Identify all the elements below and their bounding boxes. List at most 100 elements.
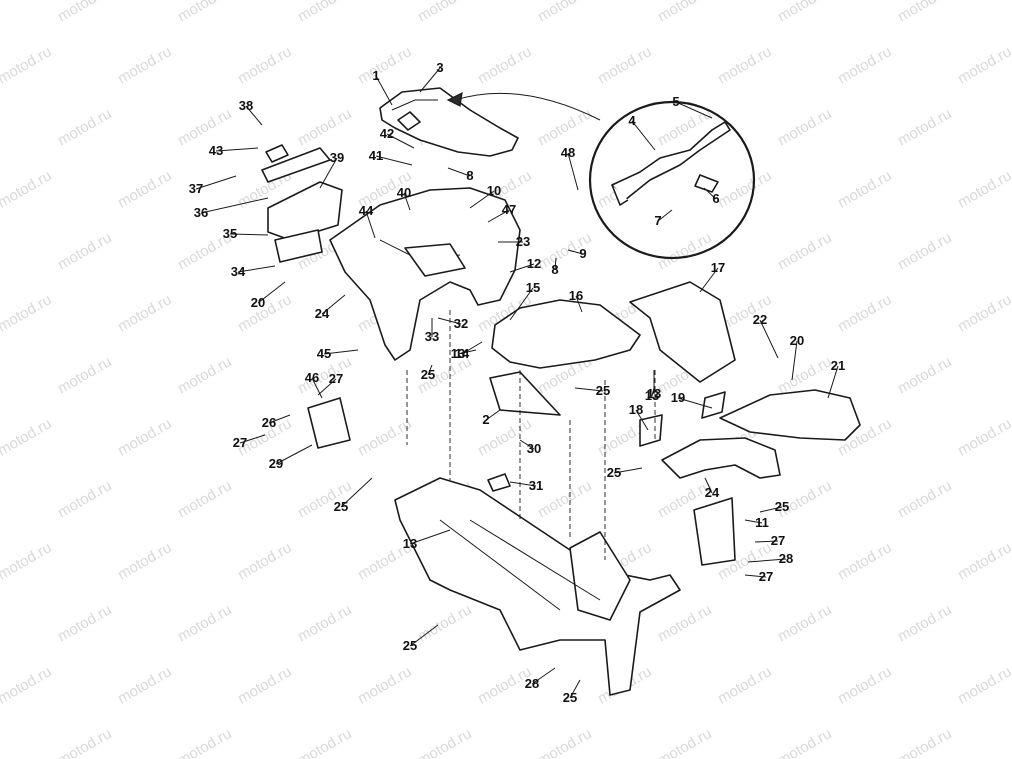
callout-number: 22 bbox=[753, 312, 767, 327]
alignment-lines bbox=[406, 310, 656, 560]
callout-leader bbox=[744, 574, 767, 578]
callout-number: 25 bbox=[403, 638, 417, 653]
callout-number: 25 bbox=[775, 499, 789, 514]
callout-number: 2 bbox=[482, 412, 489, 427]
rear-fender bbox=[329, 187, 521, 361]
small-parts bbox=[307, 371, 736, 566]
callout-leader bbox=[827, 365, 839, 399]
callout-leader bbox=[569, 679, 581, 699]
callout-number: 9 bbox=[579, 246, 586, 261]
inset-detail bbox=[588, 100, 756, 260]
callout-leader bbox=[531, 667, 556, 685]
callout-number: 47 bbox=[502, 202, 516, 217]
callout-number: 44 bbox=[359, 203, 374, 218]
callout-number: 3 bbox=[436, 60, 443, 75]
callout-leader bbox=[567, 152, 579, 191]
callout-number: 12 bbox=[527, 256, 541, 271]
callout-number: 6 bbox=[712, 191, 719, 206]
callout-labels: 1234567889101112131313131415161718192020… bbox=[189, 60, 845, 705]
callout-number: 1 bbox=[372, 68, 379, 83]
right-fenders bbox=[661, 389, 861, 479]
callout-number: 41 bbox=[369, 148, 383, 163]
callout-leader bbox=[245, 105, 263, 126]
callout-leader bbox=[675, 101, 713, 119]
callout-leader bbox=[754, 540, 779, 543]
callout-leader bbox=[703, 187, 717, 200]
callout-leader bbox=[419, 67, 441, 93]
callout-number: 36 bbox=[194, 205, 208, 220]
callout-leader bbox=[403, 192, 411, 211]
callout-number: 25 bbox=[334, 499, 348, 514]
callout-leader bbox=[704, 477, 713, 494]
callout-leader bbox=[461, 341, 483, 355]
callout-number: 42 bbox=[380, 126, 394, 141]
callout-leader bbox=[657, 209, 673, 222]
callout-leader bbox=[747, 558, 787, 563]
callout-leader bbox=[759, 319, 779, 359]
callout-number: 28 bbox=[525, 676, 539, 691]
callout-number: 28 bbox=[779, 551, 793, 566]
arrow-head bbox=[446, 91, 463, 107]
callout-number: 17 bbox=[711, 260, 725, 275]
seat-part bbox=[379, 87, 519, 157]
callout-number: 25 bbox=[596, 383, 610, 398]
callout-number: 21 bbox=[831, 358, 845, 373]
callout-leader bbox=[631, 120, 656, 151]
callout-number: 5 bbox=[672, 94, 679, 109]
front-body bbox=[491, 281, 736, 383]
callout-leader bbox=[613, 467, 643, 474]
callout-leader bbox=[509, 481, 537, 487]
callout-leader bbox=[677, 397, 713, 409]
callout-leader bbox=[319, 157, 338, 189]
callout-number: 8 bbox=[551, 262, 558, 277]
callout-number: 27 bbox=[759, 569, 773, 584]
callout-number: 40 bbox=[397, 185, 411, 200]
callout-number: 13 bbox=[647, 386, 661, 401]
callout-leader bbox=[554, 257, 557, 271]
callout-leader bbox=[257, 281, 286, 304]
callout-leader bbox=[744, 519, 763, 524]
callout-leader bbox=[457, 349, 477, 355]
callout-number: 29 bbox=[269, 456, 283, 471]
callout-leader bbox=[237, 265, 276, 273]
callout-leader bbox=[574, 387, 604, 392]
callout-leader bbox=[635, 409, 649, 431]
callout-number: 34 bbox=[231, 264, 246, 279]
callout-number: 39 bbox=[330, 150, 344, 165]
callout-leader bbox=[321, 294, 346, 315]
callout-leader bbox=[268, 414, 291, 424]
callout-leader bbox=[469, 190, 495, 209]
callout-leader bbox=[340, 477, 373, 508]
callout-leader bbox=[509, 263, 535, 273]
callout-number: 37 bbox=[189, 181, 203, 196]
main-frame bbox=[394, 477, 681, 696]
callout-leader bbox=[759, 506, 783, 513]
callout-number: 38 bbox=[239, 98, 253, 113]
callout-number: 4 bbox=[628, 113, 636, 128]
callout-number: 18 bbox=[629, 402, 643, 417]
callout-leader bbox=[375, 75, 393, 106]
callout-leader bbox=[239, 434, 266, 444]
callout-number: 25 bbox=[421, 367, 435, 382]
callout-leader bbox=[699, 267, 719, 293]
callout-leader bbox=[487, 209, 510, 223]
callout-leader bbox=[323, 349, 359, 355]
callout-number: 19 bbox=[671, 390, 685, 405]
callout-number: 46 bbox=[305, 370, 319, 385]
callout-number: 23 bbox=[516, 234, 530, 249]
callout-leader bbox=[215, 147, 259, 152]
callout-leader bbox=[427, 364, 433, 376]
callout-number: 27 bbox=[233, 435, 247, 450]
callout-number: 24 bbox=[705, 485, 720, 500]
callout-leader bbox=[519, 439, 535, 450]
callout-number: 24 bbox=[315, 306, 330, 321]
callout-number: 25 bbox=[607, 465, 621, 480]
callout-number: 13 bbox=[645, 388, 659, 403]
callout-leader bbox=[447, 167, 471, 177]
callout-number: 30 bbox=[527, 441, 541, 456]
callout-leader bbox=[200, 197, 269, 214]
callout-number: 32 bbox=[454, 316, 468, 331]
callout-number: 31 bbox=[529, 478, 543, 493]
callout-leader bbox=[575, 295, 583, 313]
callout-leader bbox=[195, 175, 237, 190]
